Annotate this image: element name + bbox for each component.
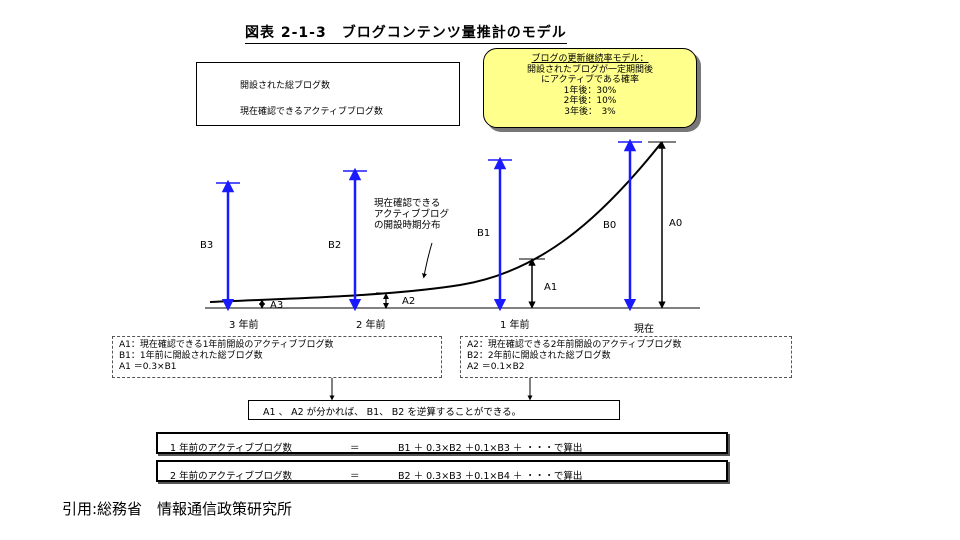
- annotation-pointer-arrow: [422, 242, 433, 279]
- callout-line2: にアクティブである確率: [541, 75, 639, 85]
- equation-2y-right: B2 ＋ 0.3×B3 ＋0.1×B4 ＋ ・・・で算出: [398, 471, 583, 482]
- bar-B1: [488, 156, 512, 312]
- bar-A1: [519, 258, 545, 309]
- active-distribution-curve: [209, 141, 663, 303]
- source-citation: 引用:総務省 情報通信政策研究所: [62, 500, 293, 518]
- equation-1y-equals: ＝: [350, 443, 360, 454]
- legend-opened-label: 開設された総ブログ数: [240, 81, 331, 91]
- note-left-line3: A1 ＝0.3×B1: [119, 362, 177, 372]
- callout-heading: ブログの更新継続率モデル：: [531, 54, 649, 64]
- annotation-line1: 現在確認できる: [374, 198, 441, 209]
- note-right-line2: B2：2年前に開設された総ブログ数: [467, 351, 611, 361]
- note-box-left: A1：現在確認できる1年前開設のアクティブブログ数 B1：1年前に開設された総ブ…: [112, 336, 442, 378]
- legend-box: [196, 62, 460, 126]
- axis-label-3y: 3 年前: [229, 320, 259, 331]
- callout-rate-3y: 3年後： 3%: [564, 106, 616, 117]
- label-B0: B0: [603, 220, 617, 231]
- equation-2y-box: 2 年前のアクティブブログ数 ＝ B2 ＋ 0.3×B3 ＋0.1×B4 ＋ ・…: [156, 460, 728, 482]
- figure-title: 図表 2-1-3 ブログコンテンツ量推計のモデル: [245, 24, 567, 44]
- callout-rate-2y: 2年後：10%: [563, 96, 617, 106]
- axis-label-2y: 2 年前: [356, 320, 386, 331]
- conclusion-box: A1 、 A2 が分かれば、 B1、 B2 を逆算することができる。: [248, 400, 620, 420]
- label-B3: B3: [200, 240, 214, 251]
- bar-A2: [376, 292, 396, 309]
- bar-B2: [343, 167, 367, 312]
- bar-B3: [216, 179, 240, 312]
- bar-B0: [618, 138, 642, 312]
- equation-1y-left: 1 年前のアクティブブログ数: [170, 443, 293, 454]
- callout-line1: 開設されたブログが一定期間後: [526, 64, 653, 75]
- bar-A3: [252, 299, 272, 309]
- retention-model-callout: ブログの更新継続率モデル： 開設されたブログが一定期間後 にアクティブである確率…: [483, 48, 697, 128]
- note-box-right: A2：現在確認できる2年前開設のアクティブブログ数 B2：2年前に開設された総ブ…: [460, 336, 792, 378]
- distribution-annotation: 現在確認できる アクティブブログ の開設時期分布: [374, 198, 449, 231]
- annotation-line2: アクティブブログ: [374, 209, 449, 220]
- callout-rate-1y: 1年後：30%: [563, 85, 617, 96]
- note-left-line1: A1：現在確認できる1年前開設のアクティブブログ数: [119, 340, 334, 350]
- legend-active-label: 現在確認できるアクティブブログ数: [240, 107, 383, 117]
- note-left-line2: B1：1年前に開設された総ブログ数: [119, 351, 263, 361]
- note-right-line1: A2：現在確認できる2年前開設のアクティブブログ数: [467, 340, 682, 350]
- label-A2: A2: [402, 296, 416, 307]
- equation-1y-box: 1 年前のアクティブブログ数 ＝ B1 ＋ 0.3×B2 ＋0.1×B3 ＋ ・…: [156, 432, 728, 454]
- label-A0: A0: [669, 218, 683, 229]
- equation-2y-left: 2 年前のアクティブブログ数: [170, 471, 293, 482]
- label-B2: B2: [328, 240, 342, 251]
- conclusion-text: A1 、 A2 が分かれば、 B1、 B2 を逆算することができる。: [263, 407, 522, 418]
- note-right-line3: A2 ＝0.1×B2: [467, 362, 525, 372]
- annotation-line3: の開設時期分布: [374, 220, 441, 231]
- axis-label-1y: 1 年前: [500, 320, 530, 331]
- label-A3: A3: [270, 300, 284, 311]
- axis-label-now: 現在: [634, 324, 654, 335]
- label-A1: A1: [544, 282, 558, 293]
- bar-A0: [648, 141, 676, 309]
- label-B1: B1: [477, 228, 491, 239]
- equation-1y-right: B1 ＋ 0.3×B2 ＋0.1×B3 ＋ ・・・で算出: [398, 443, 583, 454]
- equation-2y-equals: ＝: [350, 471, 360, 482]
